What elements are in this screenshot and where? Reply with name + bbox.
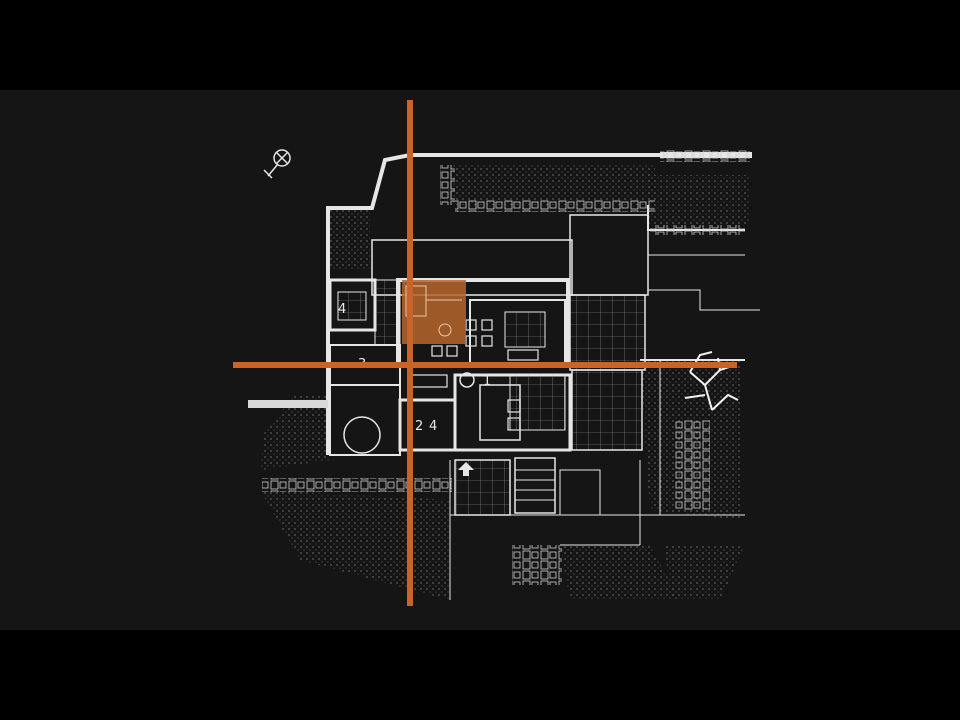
horizontal-axis-line (233, 362, 737, 368)
main-building (328, 214, 745, 600)
room-label-1: 1 (483, 374, 491, 389)
room-label-4-bedroom: 4 (338, 302, 346, 317)
stone-walls (262, 150, 750, 585)
room-label-4-bath: 4 (429, 419, 437, 434)
bottom-letterbox (0, 630, 960, 720)
axis-lines (233, 100, 737, 606)
room-label-2: 2 (415, 419, 423, 434)
vertical-axis-line (407, 100, 413, 606)
north-arrow-icon (263, 149, 291, 179)
entrance-arrow-icon (458, 462, 474, 476)
top-letterbox (0, 0, 960, 90)
highlight-room-detail (405, 285, 462, 337)
landscape-stipple (260, 165, 750, 600)
